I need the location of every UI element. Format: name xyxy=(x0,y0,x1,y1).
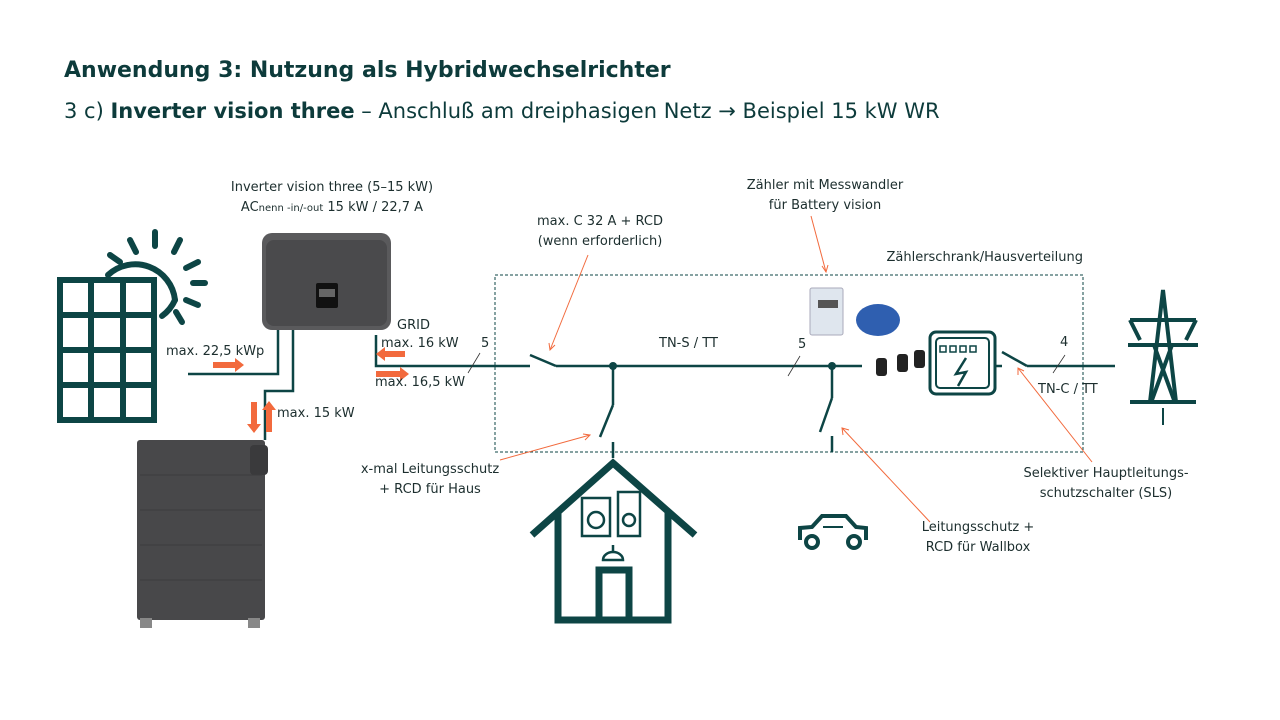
inverter-label-model: Inverter vision three (5–15 kW) xyxy=(230,180,434,195)
arrow-down-icon xyxy=(247,402,261,433)
inverter-label-ac: ACnenn -in/-out 15 kW / 22,7 A xyxy=(241,200,423,215)
wiring-lines xyxy=(188,330,1115,458)
arrow-up-icon xyxy=(262,401,276,432)
wallbox-protection-label-2: RCD für Wallbox xyxy=(925,540,1031,555)
sls-label-1: Selektiver Hauptleitungs- xyxy=(1023,466,1189,481)
power-flow-arrows xyxy=(213,347,409,433)
wallbox-protection-label-1: Leitungsschutz + xyxy=(921,520,1035,535)
junction-dot xyxy=(828,362,836,370)
grid-out-label: max. 16,5 kW xyxy=(375,375,466,390)
inverter-ac: AC xyxy=(240,200,259,215)
breaker-label-1: max. C 32 A + RCD xyxy=(537,214,663,229)
bus-system-label: TN-S / TT xyxy=(659,336,718,351)
arrow-right-icon xyxy=(376,367,409,381)
house-icon xyxy=(529,458,698,624)
grid-wire-count: 5 xyxy=(481,336,490,351)
cabinet-box xyxy=(494,274,1084,453)
junction-dot xyxy=(609,362,617,370)
subtitle-bold: Inverter vision three xyxy=(110,99,355,123)
bus-wire-count: 5 xyxy=(798,337,807,352)
slide-subtitle: 3 c) Inverter vision three – Anschluß am… xyxy=(64,99,940,123)
cabinet-label: Zählerschrank/Hausverteilung xyxy=(886,250,1083,265)
sls-label-2: schutzschalter (SLS) xyxy=(1039,486,1173,501)
incoming-wire-count: 4 xyxy=(1060,335,1069,350)
grid-label: GRID xyxy=(397,318,430,333)
annotation-pointers xyxy=(499,215,1093,523)
arrow-left-icon xyxy=(376,347,405,361)
grid-in-label: max. 16 kW xyxy=(381,336,459,351)
pv-power-label: max. 22,5 kWp xyxy=(166,344,265,359)
meter-cabinet-icon xyxy=(928,330,997,396)
meter-label-1: Zähler mit Messwandler xyxy=(746,178,904,193)
wire-count-ticks xyxy=(467,352,1066,377)
energy-meter-device xyxy=(809,287,925,376)
subtitle-prefix: 3 c) xyxy=(64,99,111,123)
solar-panel-icon xyxy=(57,277,157,423)
inverter-ac-rating: 15 kW / 22,7 A xyxy=(323,200,424,215)
battery-device xyxy=(137,440,268,628)
inverter-device xyxy=(262,233,391,330)
house-protection-label-1: x-mal Leitungsschutz xyxy=(360,462,500,477)
meter-label-2: für Battery vision xyxy=(768,198,882,213)
inverter-ac-sub: nenn -in/-out xyxy=(258,203,324,214)
house-protection-label-2: + RCD für Haus xyxy=(379,482,481,497)
battery-power-label: max. 15 kW xyxy=(277,406,355,421)
power-pylon-icon xyxy=(1128,289,1198,425)
subtitle-rest: – Anschluß am dreiphasigen Netz → Beispi… xyxy=(354,99,940,123)
incoming-system-label: TN-C / TT xyxy=(1038,382,1098,397)
slide-title: Anwendung 3: Nutzung als Hybridwechselri… xyxy=(64,58,671,83)
arrow-right-icon xyxy=(213,358,244,372)
breaker-label-2: (wenn erforderlich) xyxy=(537,234,663,249)
sun-icon xyxy=(105,229,208,325)
electric-car-icon xyxy=(798,514,868,550)
